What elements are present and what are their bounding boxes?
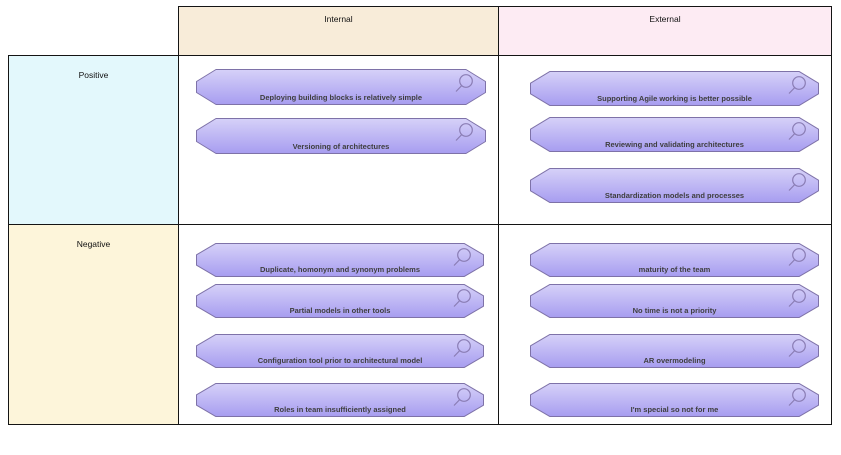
assessment-label: Versioning of architectures — [292, 142, 390, 151]
row-header-positive[interactable]: Positive — [8, 55, 179, 225]
column-header-label: Internal — [324, 14, 353, 24]
assessment-shape[interactable]: Supporting Agile working is better possi… — [530, 71, 819, 106]
assessment-shape[interactable]: Configuration tool prior to architectura… — [196, 334, 484, 368]
assessment-outline — [196, 334, 484, 368]
assessment-outline — [196, 383, 484, 417]
assessment-label: Reviewing and validating architectures — [605, 140, 744, 149]
assessment-shape[interactable]: I'm special so not for me — [530, 383, 819, 417]
assessment-label: AR overmodeling — [643, 356, 706, 365]
magnifier-icon — [788, 289, 806, 307]
assessment-shape[interactable]: Roles in team insufficiently assigned — [196, 383, 484, 417]
assessment-label: I'm special so not for me — [630, 405, 719, 414]
cell-internal-negative: Duplicate, homonym and synonym problems … — [178, 224, 499, 425]
row-header-label: Positive — [78, 70, 109, 80]
assessment-shape[interactable]: Partial models in other tools — [196, 284, 484, 318]
assessment-label: Duplicate, homonym and synonym problems — [259, 265, 421, 274]
assessment-shape[interactable]: Standardization models and processes — [530, 168, 819, 203]
magnifier-icon — [788, 248, 806, 266]
assessment-outline — [196, 69, 486, 105]
cell-external-positive: Supporting Agile working is better possi… — [498, 55, 832, 225]
magnifier-icon — [788, 76, 806, 94]
assessment-label: Partial models in other tools — [289, 306, 391, 315]
assessment-outline — [530, 334, 819, 368]
column-header-external[interactable]: External — [498, 6, 832, 56]
assessment-outline — [530, 71, 819, 106]
cell-external-negative: maturity of the team No time is not a pr… — [498, 224, 832, 425]
column-header-label: External — [649, 14, 681, 24]
magnifier-icon — [788, 173, 806, 191]
magnifier-icon — [788, 388, 806, 406]
magnifier-icon — [453, 289, 471, 307]
assessment-shape[interactable]: Duplicate, homonym and synonym problems — [196, 243, 484, 277]
assessment-shape[interactable]: maturity of the team — [530, 243, 819, 277]
assessment-outline — [530, 383, 819, 417]
assessment-label: Supporting Agile working is better possi… — [597, 94, 752, 103]
magnifier-icon — [453, 248, 471, 266]
assessment-shape[interactable]: Deploying building blocks is relatively … — [196, 69, 486, 105]
cell-internal-positive: Deploying building blocks is relatively … — [178, 55, 499, 225]
assessment-label: Deploying building blocks is relatively … — [259, 93, 423, 102]
assessment-outline — [196, 243, 484, 277]
column-header-internal[interactable]: Internal — [178, 6, 499, 56]
assessment-outline — [196, 118, 486, 154]
magnifier-icon — [788, 339, 806, 357]
assessment-outline — [530, 117, 819, 152]
magnifier-icon — [455, 123, 473, 141]
assessment-shape[interactable]: AR overmodeling — [530, 334, 819, 368]
assessment-shape[interactable]: Versioning of architectures — [196, 118, 486, 154]
magnifier-icon — [455, 74, 473, 92]
assessment-outline — [530, 243, 819, 277]
assessment-label: No time is not a priority — [632, 306, 717, 315]
assessment-shape[interactable]: No time is not a priority — [530, 284, 819, 318]
assessment-shape[interactable]: Reviewing and validating architectures — [530, 117, 819, 152]
assessment-label: Configuration tool prior to architectura… — [257, 356, 423, 365]
row-header-negative[interactable]: Negative — [8, 224, 179, 425]
magnifier-icon — [453, 339, 471, 357]
assessment-outline — [530, 168, 819, 203]
magnifier-icon — [453, 388, 471, 406]
assessment-label: Standardization models and processes — [604, 191, 745, 200]
assessment-outline — [196, 284, 484, 318]
assessment-label: maturity of the team — [638, 265, 711, 274]
magnifier-icon — [788, 122, 806, 140]
assessment-label: Roles in team insufficiently assigned — [274, 405, 406, 414]
row-header-label: Negative — [76, 239, 111, 249]
assessment-outline — [530, 284, 819, 318]
